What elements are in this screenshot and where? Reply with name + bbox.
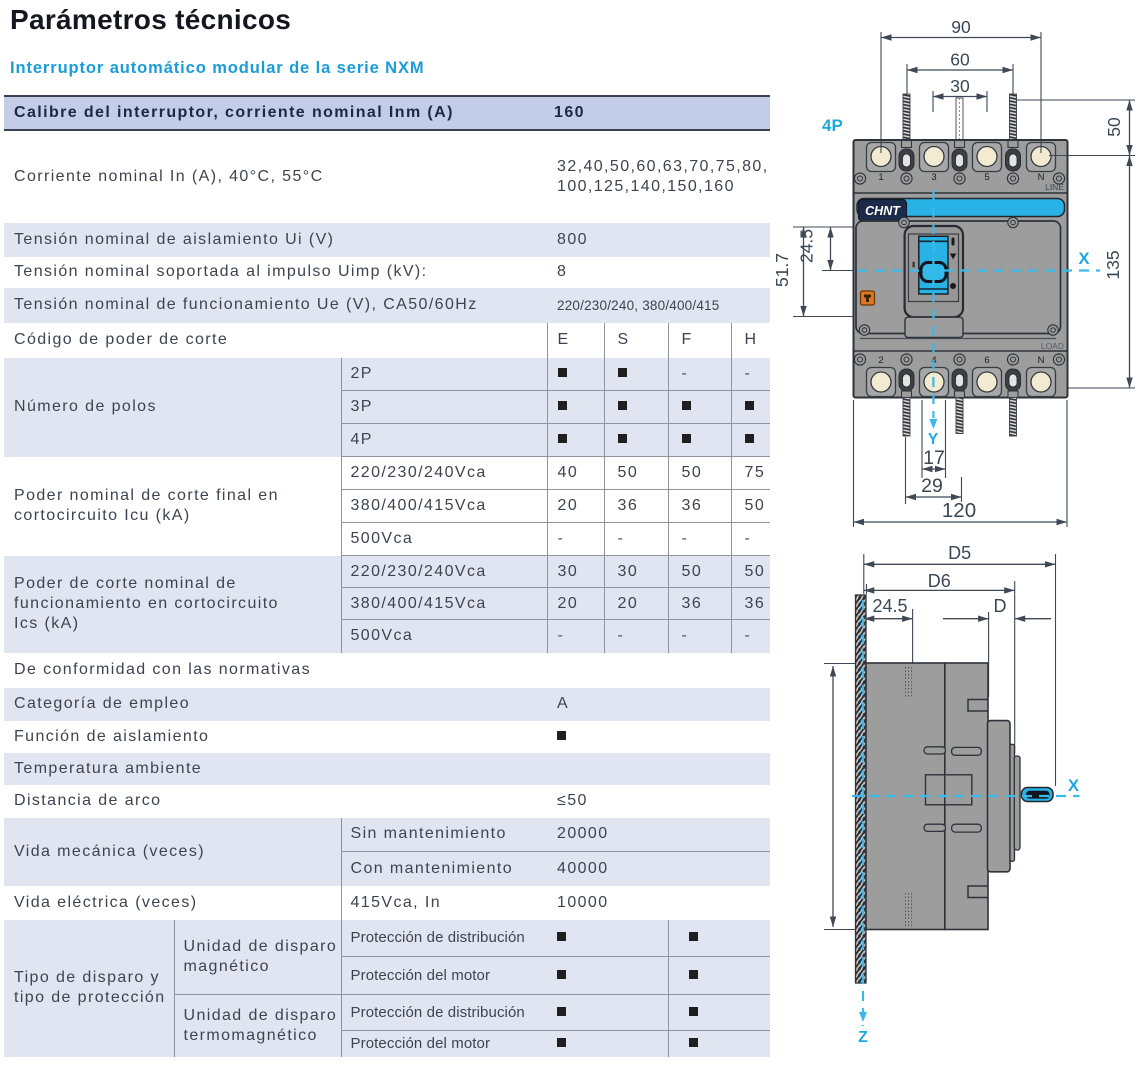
svg-text:LOAD: LOAD <box>1041 341 1064 351</box>
svg-text:D: D <box>994 596 1007 616</box>
svg-text:2: 2 <box>878 355 883 366</box>
svg-text:3: 3 <box>931 172 936 183</box>
svg-text:CHNT: CHNT <box>865 204 901 218</box>
svg-text:Y: Y <box>928 431 939 448</box>
svg-text:1: 1 <box>878 172 883 183</box>
svg-text:120: 120 <box>942 499 976 522</box>
svg-text:24.5: 24.5 <box>797 229 817 263</box>
svg-text:N: N <box>1038 355 1045 366</box>
svg-text:50: 50 <box>1104 117 1124 137</box>
svg-text:24.5: 24.5 <box>872 596 907 616</box>
svg-text:30: 30 <box>950 76 970 96</box>
svg-text:D5: D5 <box>948 543 971 563</box>
svg-text:D6: D6 <box>928 571 951 591</box>
svg-text:X: X <box>1078 250 1089 268</box>
svg-text:5: 5 <box>984 172 989 183</box>
svg-text:90: 90 <box>951 17 971 37</box>
svg-text:6: 6 <box>984 355 989 366</box>
svg-text:LINE: LINE <box>1045 182 1064 192</box>
svg-text:Z: Z <box>858 1029 868 1046</box>
svg-text:N: N <box>1038 172 1045 183</box>
svg-text:4P: 4P <box>822 116 843 135</box>
svg-text:17: 17 <box>923 447 945 469</box>
svg-text:135: 135 <box>1103 250 1123 279</box>
svg-text:29: 29 <box>921 475 943 497</box>
svg-text:X: X <box>1068 777 1079 795</box>
svg-text:51.7: 51.7 <box>772 253 792 287</box>
svg-text:60: 60 <box>950 50 970 70</box>
